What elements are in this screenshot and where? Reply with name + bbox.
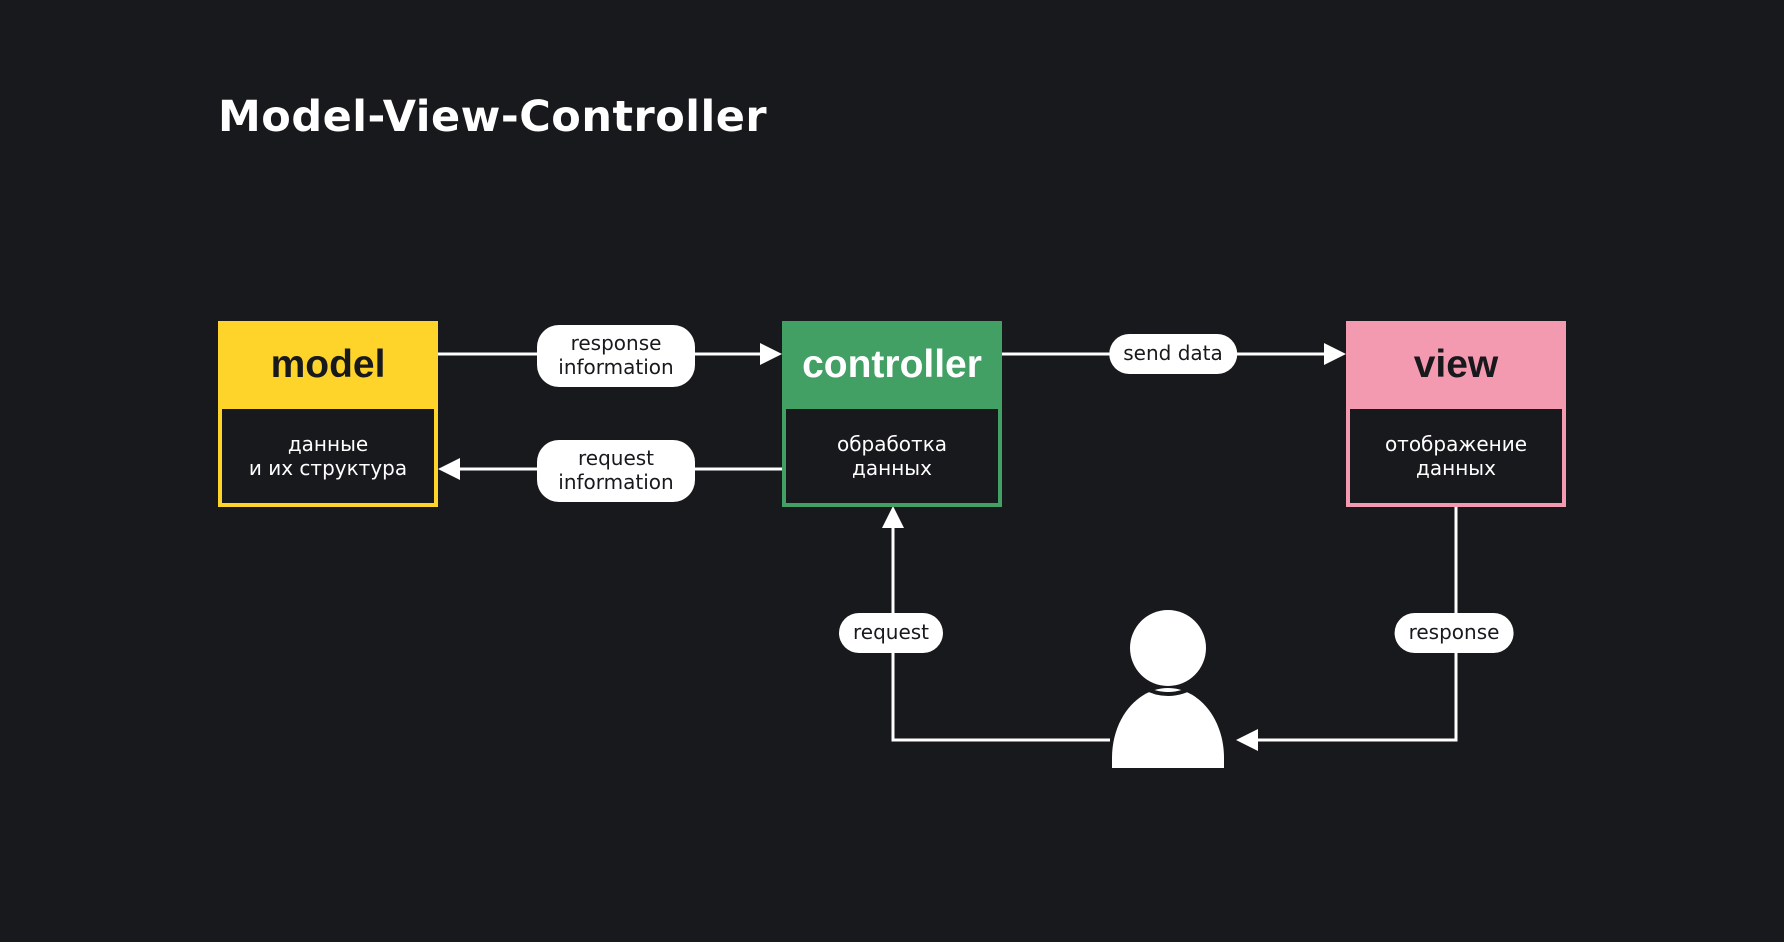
arrowhead xyxy=(882,506,904,528)
arrowhead xyxy=(1324,343,1346,365)
person-icon xyxy=(1112,610,1224,768)
arrow-view-to-user xyxy=(1256,507,1458,742)
edge-label-response: response xyxy=(1394,613,1514,653)
controller-node: controller обработка данных xyxy=(782,321,1002,507)
view-node-description: отображение данных xyxy=(1350,409,1562,503)
model-node-title: model xyxy=(222,325,434,409)
arrow-user-to-controller xyxy=(891,526,1110,742)
arrowhead xyxy=(438,458,460,480)
edge-label-send-data: send data xyxy=(1109,334,1237,374)
edge-label-response-information: response information xyxy=(537,325,695,387)
arrowhead xyxy=(760,343,782,365)
edge-label-request-information: request information xyxy=(537,440,695,502)
page-title: Model-View-Controller xyxy=(218,92,768,142)
view-node-title: view xyxy=(1350,325,1562,409)
controller-node-description: обработка данных xyxy=(786,409,998,503)
model-node-description: данные и их структура xyxy=(222,409,434,503)
model-node: model данные и их структура xyxy=(218,321,438,507)
controller-node-title: controller xyxy=(786,325,998,409)
arrowhead xyxy=(1236,729,1258,751)
edge-label-request: request xyxy=(838,613,944,653)
view-node: view отображение данных xyxy=(1346,321,1566,507)
